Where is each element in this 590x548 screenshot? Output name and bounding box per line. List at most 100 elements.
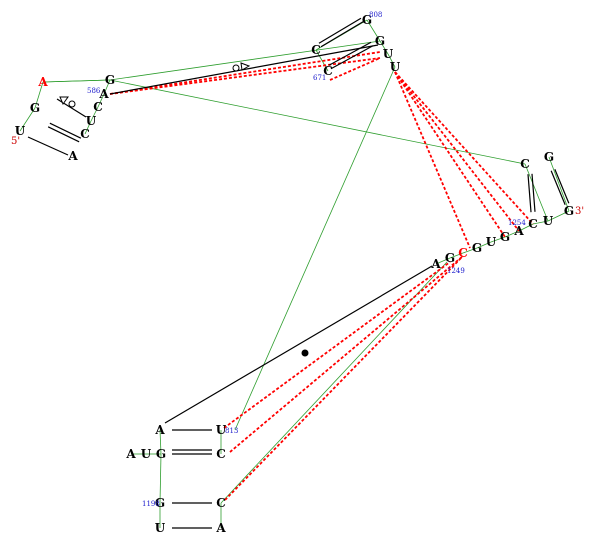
- nucleotide-n23: U: [486, 235, 497, 249]
- tertiary-interaction: [223, 261, 451, 429]
- nucleotide-n31: U: [141, 447, 152, 461]
- nucleotide-n32: G: [156, 447, 166, 461]
- base-pair-layer: [27, 17, 570, 529]
- strand-label-three: 3': [575, 206, 584, 217]
- nucleotide-n19: G: [564, 204, 574, 218]
- tertiary-interaction: [394, 71, 520, 232]
- nucleotide-n24: G: [472, 241, 482, 255]
- wc-pair-line: [330, 45, 374, 70]
- residue-number-808: 808: [369, 11, 382, 19]
- pair-line: [27, 136, 69, 156]
- backbone-segment: [109, 79, 526, 165]
- residue-number-1254: 1254: [508, 219, 526, 227]
- backbone-segment: [518, 223, 534, 232]
- nucleotide-n8: U: [15, 124, 26, 138]
- wc-pair-line: [320, 21, 364, 48]
- backbone-segment: [387, 53, 396, 68]
- nucleotide-n20: C: [528, 217, 538, 231]
- backbone-segment: [97, 93, 105, 108]
- residue-number-1249: 1249: [447, 267, 465, 275]
- wc-pair-line: [47, 126, 80, 143]
- tertiary-interaction: [109, 51, 381, 95]
- nucleotide-n13: U: [383, 47, 394, 61]
- pair-arrow-icon: [240, 62, 251, 71]
- backbone-segment: [220, 261, 448, 504]
- backbone-segment: [90, 106, 99, 122]
- backbone-segment: [532, 220, 549, 225]
- strand-label-five: 5': [11, 136, 20, 147]
- backbone-segment: [547, 210, 570, 222]
- backbone-segment: [462, 247, 478, 254]
- nucleotide-n21: A: [513, 224, 524, 238]
- nucleotide-n7: C: [80, 127, 90, 141]
- pair-arrow-icon: [59, 96, 69, 106]
- nucleotide-n2: G: [105, 73, 115, 87]
- backbone-segment: [449, 252, 464, 259]
- nucleotide-n9: A: [67, 149, 78, 163]
- backbone-segment: [19, 107, 36, 132]
- nucleotide-n6: U: [86, 114, 97, 128]
- residue-number-586: 586: [87, 87, 101, 95]
- wc-pair-line: [527, 174, 532, 213]
- nucleotide-n26: G: [445, 251, 455, 265]
- backbone-segment: [548, 156, 570, 212]
- nucleotide-n18: U: [543, 214, 554, 228]
- tertiary-interaction: [394, 71, 471, 249]
- backbone-segment: [103, 79, 111, 95]
- nucleotide-n37: A: [215, 521, 226, 535]
- tertiary-interaction: [394, 71, 534, 225]
- backbone-segment: [315, 49, 329, 72]
- tertiary-interaction: [224, 255, 464, 501]
- nucleotide-n1: A: [37, 75, 48, 89]
- nucleotide-n17: G: [544, 150, 554, 164]
- tertiary-interaction-layer: [109, 51, 534, 501]
- pair-line: [164, 265, 433, 424]
- nucleotide-n3: G: [30, 101, 40, 115]
- nucleotide-n14: C: [323, 64, 333, 78]
- nucleotide-n35: C: [216, 496, 226, 510]
- backbone-segment: [524, 163, 549, 222]
- backbone-segment: [109, 40, 381, 81]
- tertiary-interaction: [329, 57, 381, 81]
- pair-circle-icon: [68, 100, 76, 108]
- nucleotide-n27: A: [430, 257, 441, 271]
- wc-pair-line: [318, 17, 362, 44]
- nucleotide-n16: C: [520, 157, 530, 171]
- backbone-segment: [159, 429, 162, 455]
- backbone-segment: [476, 241, 492, 249]
- tertiary-interaction: [229, 255, 464, 453]
- nucleotide-n15: U: [390, 60, 401, 74]
- wc-pair-line: [531, 173, 536, 212]
- pair-circle-icon: [232, 64, 240, 72]
- tertiary-interaction: [109, 57, 381, 95]
- noncanonical-pair-line: [109, 44, 379, 95]
- nucleotide-n25: C: [458, 246, 468, 260]
- residue-number-1198: 1198: [142, 500, 160, 508]
- backbone-segment: [366, 19, 381, 42]
- backbone-segment: [42, 79, 111, 83]
- nucleotide-n30: A: [125, 447, 136, 461]
- nucleotide-n28: A: [154, 423, 165, 437]
- wc-pair-line: [550, 170, 566, 205]
- wc-pair-line: [554, 169, 570, 204]
- nucleotide-n5: C: [93, 100, 103, 114]
- pair-dot-icon: [301, 349, 309, 357]
- wc-pair-line: [328, 41, 372, 66]
- backbone-segment: [34, 81, 44, 109]
- residue-number-671: 671: [313, 74, 326, 82]
- nucleotide-n36: U: [155, 521, 166, 535]
- backbone-layer: [19, 19, 570, 528]
- nucleotide-n29: U: [216, 423, 227, 437]
- nucleotide-n22: G: [500, 230, 510, 244]
- backbone-segment: [379, 40, 389, 55]
- nucleotide-n34: G: [155, 496, 165, 510]
- backbone-segment: [435, 257, 451, 265]
- nucleotide-n11: C: [311, 43, 321, 57]
- backbone-segment: [490, 236, 506, 243]
- nucleotide-n12: G: [375, 34, 385, 48]
- wc-pair-line: [49, 122, 82, 139]
